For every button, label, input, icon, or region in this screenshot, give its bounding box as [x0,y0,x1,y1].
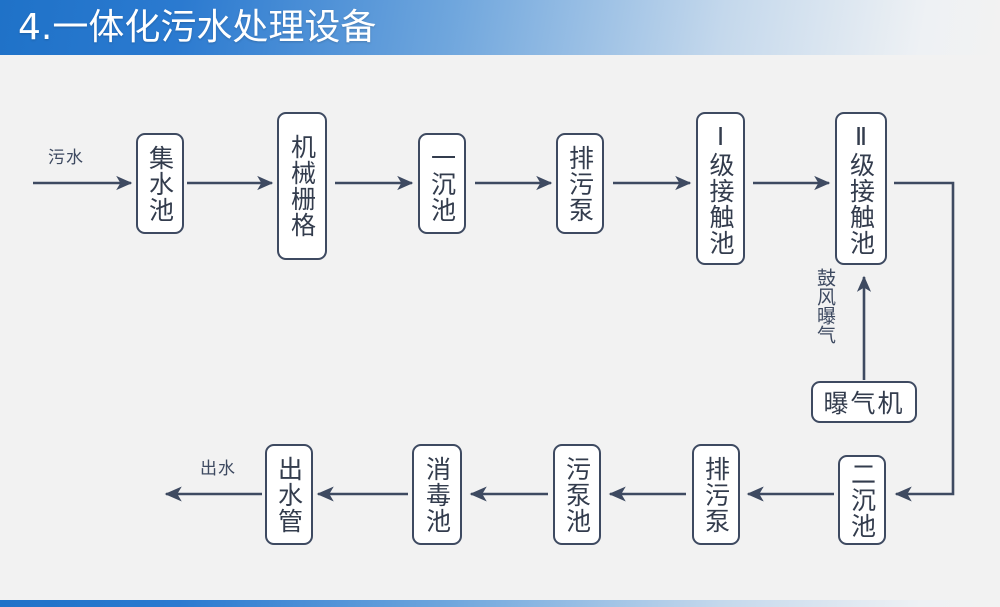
inlet-label: 污水 [48,148,84,168]
node-contact-tank-1[interactable]: Ⅰ级接触池 [696,112,745,265]
aeration-label: 鼓风曝气 [814,268,836,344]
node-primary-settler[interactable]: 一沉池 [418,133,466,234]
node-sludge-pump-tank[interactable]: 污泵池 [553,444,601,545]
node-collect-tank[interactable]: 集水池 [136,133,184,234]
node-outlet-pipe[interactable]: 出水管 [265,444,313,545]
node-secondary-settler[interactable]: 二沉池 [838,455,886,545]
outlet-label: 出水 [200,459,236,479]
node-disinfect-tank[interactable]: 消毒池 [412,444,462,545]
flow-connectors [33,175,955,502]
page-header-bar: 4.一体化污水处理设备 [0,0,1000,55]
page-footer-bar [0,600,1000,607]
node-mechanical-grate[interactable]: 机械栅格 [277,112,327,260]
connector-contact2-to-secondary [894,181,955,502]
node-contact-tank-2[interactable]: Ⅱ级接触池 [835,112,887,265]
page-title: 4.一体化污水处理设备 [18,7,377,48]
flowchart-canvas: 污水 出水 鼓风曝气 集水池 机械栅格 一沉池 排污泵 Ⅰ级接触池 Ⅱ级接触池 … [0,55,1000,600]
node-aerator[interactable]: 曝气机 [811,381,917,423]
node-sewage-pump-2[interactable]: 排污泵 [692,444,740,545]
node-sewage-pump-1[interactable]: 排污泵 [556,133,604,234]
